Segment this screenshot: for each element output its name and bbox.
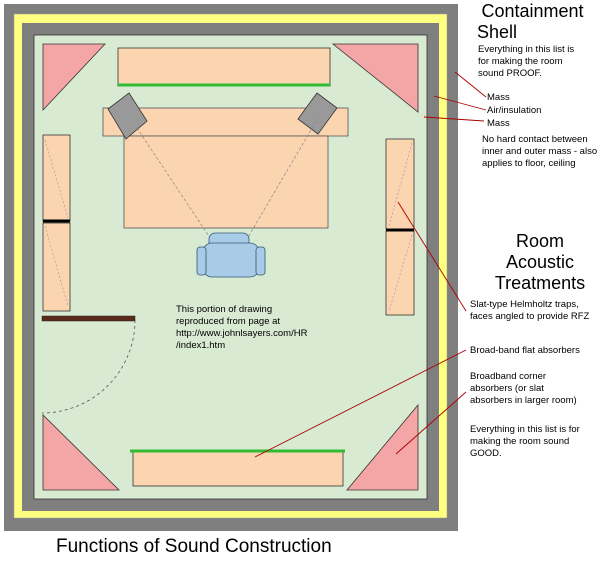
credit-line2: reproduced from page at	[176, 316, 281, 327]
containment-description: Everything in this list is for making th…	[478, 44, 574, 80]
room-good-note: Everything in this list is for making th…	[470, 424, 580, 460]
front-absorber	[117, 47, 331, 87]
containment-contact-note: No hard contact between inner and outer …	[482, 134, 597, 170]
room-treatments-title: Room Acoustic Treatments	[480, 231, 600, 294]
good-line1: Everything in this list is for	[470, 424, 580, 435]
label-mass-outer: Mass	[487, 92, 510, 103]
leader-corner	[395, 391, 467, 455]
room-title-line3: Treatments	[494, 273, 586, 293]
drawing-credit: This portion of drawing reproduced from …	[176, 304, 307, 352]
contact-note-line1: No hard contact between	[482, 134, 588, 145]
diagram-caption: Functions of Sound Construction	[56, 536, 332, 557]
leader-mass-outer	[454, 71, 487, 98]
containment-title-line2: Shell	[477, 22, 518, 42]
rear-absorber	[132, 450, 344, 487]
door-swing-arc	[41, 319, 136, 414]
label-mass-inner: Mass	[487, 118, 510, 129]
leader-mass-inner	[423, 116, 485, 122]
leader-air	[433, 95, 487, 111]
credit-line4: /index1.htm	[176, 340, 226, 351]
right-slat-trap-upper	[385, 138, 415, 230]
right-speaker	[297, 92, 338, 135]
containment-desc-line2: for making the room	[478, 56, 563, 67]
corner-line2: absorbers (or slat	[470, 383, 544, 394]
containment-desc-line1: Everything in this list is	[478, 44, 575, 55]
label-corner-absorbers: Broadband corner absorbers (or slat abso…	[470, 371, 577, 407]
left-slat-trap-lower	[42, 222, 71, 312]
slat-line1: Slat-type Helmholtz traps,	[470, 299, 579, 310]
label-broadband-flat: Broad-band flat absorbers	[470, 345, 580, 356]
good-line2: making the room sound	[470, 436, 570, 447]
credit-line3: http://www.johnlsayers.com/HR	[176, 328, 308, 339]
corner-line3: absorbers in larger room)	[470, 395, 577, 406]
leader-flat	[254, 349, 467, 458]
good-line3: GOOD.	[470, 448, 502, 459]
corner-line1: Broadband corner	[470, 371, 547, 382]
label-slat-traps: Slat-type Helmholtz traps, faces angled …	[470, 299, 589, 323]
corner-trap-top-right	[331, 43, 419, 113]
left-slat-face-1	[44, 139, 69, 219]
contact-note-line3: applies to floor, ceiling	[482, 158, 576, 169]
right-slat-trap-lower	[385, 230, 415, 316]
door	[41, 315, 136, 322]
containment-title: Containment Shell	[470, 1, 595, 43]
left-speaker	[107, 92, 148, 140]
desk-body	[123, 135, 329, 229]
corner-trap-bottom-right	[346, 403, 419, 491]
label-air-insulation: Air/insulation	[487, 105, 542, 116]
contact-note-line2: inner and outer mass - also	[482, 146, 598, 157]
right-slat-face-2	[388, 234, 413, 312]
room-title-line1: Room	[515, 231, 564, 251]
containment-title-line1: Containment	[481, 1, 584, 21]
room-title-line2: Acoustic	[505, 252, 575, 272]
chair-seat	[202, 242, 260, 278]
credit-line1: This portion of drawing	[176, 304, 273, 315]
listening-triangle	[136, 117, 319, 269]
leader-slat	[397, 201, 467, 312]
left-slat-face-2	[44, 225, 69, 307]
chair-armrest-left	[196, 246, 207, 276]
corner-trap-bottom-left	[42, 414, 120, 491]
slat-line2: faces angled to provide RFZ	[470, 311, 590, 322]
containment-desc-line3: sound PROOF.	[478, 68, 542, 79]
chair-armrest-right	[255, 246, 266, 276]
corner-trap-top-left	[42, 43, 106, 112]
